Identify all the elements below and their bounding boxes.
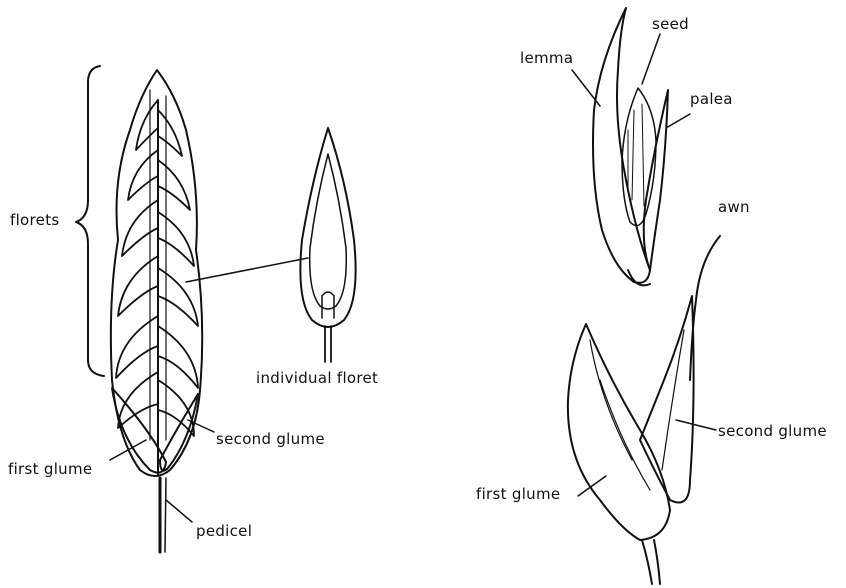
glumes-awn-illustration: [568, 236, 720, 584]
lemma-shape: [593, 8, 650, 283]
floret-ovary: [322, 292, 334, 318]
florets-bracket: [76, 66, 104, 376]
palea-shape: [644, 90, 668, 270]
wheat-spike-illustration: [76, 66, 308, 552]
label-awn: awn: [718, 200, 750, 215]
label-palea: palea: [690, 92, 733, 107]
label-second-glume-right: second glume: [718, 424, 827, 439]
label-first-glume-right: first glume: [476, 487, 560, 502]
floret-outline: [300, 128, 355, 327]
label-second-glume-left: second glume: [216, 432, 325, 447]
label-lemma: lemma: [520, 51, 573, 66]
leader-first-glume-right: [578, 476, 606, 496]
leader-seed: [642, 34, 660, 84]
floret-stalk: [325, 326, 331, 362]
leader-second-glume-right: [676, 420, 716, 430]
leader-palea: [666, 114, 690, 128]
label-florets: florets: [10, 213, 60, 228]
leader-pedicel: [166, 500, 192, 522]
pedicel-stem-inner: [165, 478, 166, 552]
open-floret-illustration: [572, 8, 690, 285]
spike-outline: [111, 70, 202, 476]
seed-shape: [622, 88, 656, 226]
label-pedicel: pedicel: [196, 524, 252, 539]
glumes-stalk: [642, 540, 660, 584]
leader-first-glume-left: [110, 440, 146, 460]
label-first-glume-left: first glume: [8, 462, 92, 477]
second-glume-right-shape: [640, 296, 694, 503]
leader-lemma: [572, 70, 600, 106]
individual-floret-illustration: [300, 128, 355, 362]
label-individual-floret: individual floret: [256, 371, 378, 386]
label-seed: seed: [652, 17, 689, 32]
leader-florets-to-floret: [186, 258, 308, 282]
first-glume-right-shape: [568, 324, 670, 540]
